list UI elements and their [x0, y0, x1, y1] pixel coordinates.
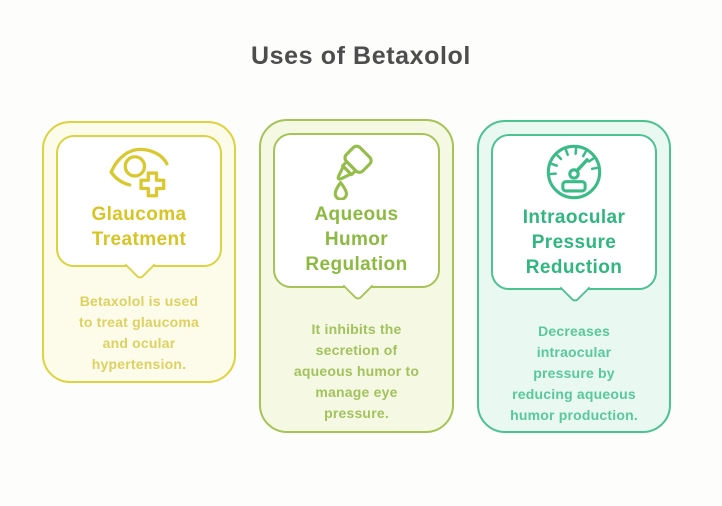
- speech-bubble: Glaucoma Treatment: [56, 135, 222, 281]
- page-title: Uses of Betaxolol: [251, 42, 471, 70]
- card-description: Betaxolol is used to treat glaucoma and …: [78, 293, 200, 372]
- speech-bubble: Aqueous Humor Regulation: [273, 133, 440, 302]
- card-title: Glaucoma Treatment: [91, 204, 187, 250]
- speech-bubble: Intraocular Pressure Reduction: [491, 134, 657, 304]
- card-aqueous-humor-regulation: Aqueous Humor Regulation It inhibits the…: [259, 119, 454, 433]
- card-intraocular-pressure-reduction: Intraocular Pressure Reduction Decreases…: [477, 120, 671, 433]
- eye-plus-icon: [106, 142, 172, 200]
- card-title: Intraocular Pressure Reduction: [522, 207, 626, 278]
- card-glaucoma-treatment: Glaucoma Treatment Betaxolol is used to …: [42, 121, 236, 383]
- eye-drop-bottle-icon: [326, 140, 388, 201]
- pressure-gauge-icon: [543, 141, 605, 203]
- card-description: Decreases intraocular pressure by reduci…: [510, 323, 638, 423]
- card-description: It inhibits the secretion of aqueous hum…: [293, 321, 420, 421]
- bubble-tail: [124, 249, 156, 281]
- card-title: Aqueous Humor Regulation: [305, 204, 408, 275]
